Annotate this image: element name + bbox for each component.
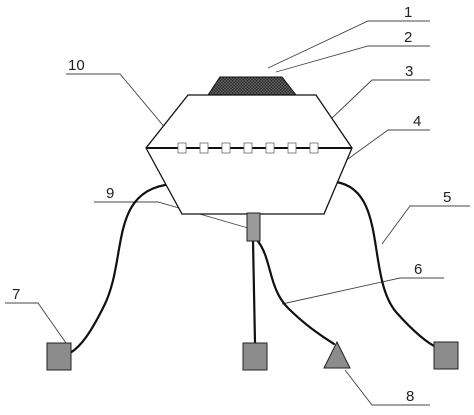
label-7: 7 [12,286,20,303]
label-10: 10 [68,57,85,74]
component [287,142,297,154]
sensor-box-right [433,341,459,370]
leader-5 [381,205,470,245]
label-1: 1 [404,4,412,21]
top-cap [207,76,298,96]
connector-block [246,212,261,242]
label-8: 8 [406,388,414,405]
label-2: 2 [404,29,412,46]
leader-7 [5,302,67,344]
component [243,142,253,154]
device-body [145,94,353,215]
leader-6 [281,277,444,305]
leader-9 [94,201,249,229]
cable-left [68,182,174,355]
leader-3 [329,79,430,121]
leader-10 [66,73,183,149]
label-5: 5 [443,189,451,206]
sensor-box-left [46,342,72,371]
component [177,142,187,154]
label-6: 6 [414,261,422,278]
sensor-box-center [242,342,268,371]
number-labels: 1 2 3 4 5 6 7 8 9 10 [12,4,451,405]
component [221,142,231,154]
component [199,142,209,154]
leader-2 [275,45,430,73]
cable-bent [255,238,336,346]
component [265,142,275,154]
label-9: 9 [106,185,114,202]
label-3: 3 [405,63,413,80]
leader-lines [5,20,470,406]
leader-4 [329,129,430,173]
component-row [177,142,319,154]
leader-1 [267,20,430,69]
component [309,142,319,154]
anchor-triangle [323,340,351,369]
leader-8 [344,369,430,406]
cable-right [334,180,442,351]
label-4: 4 [413,113,421,130]
